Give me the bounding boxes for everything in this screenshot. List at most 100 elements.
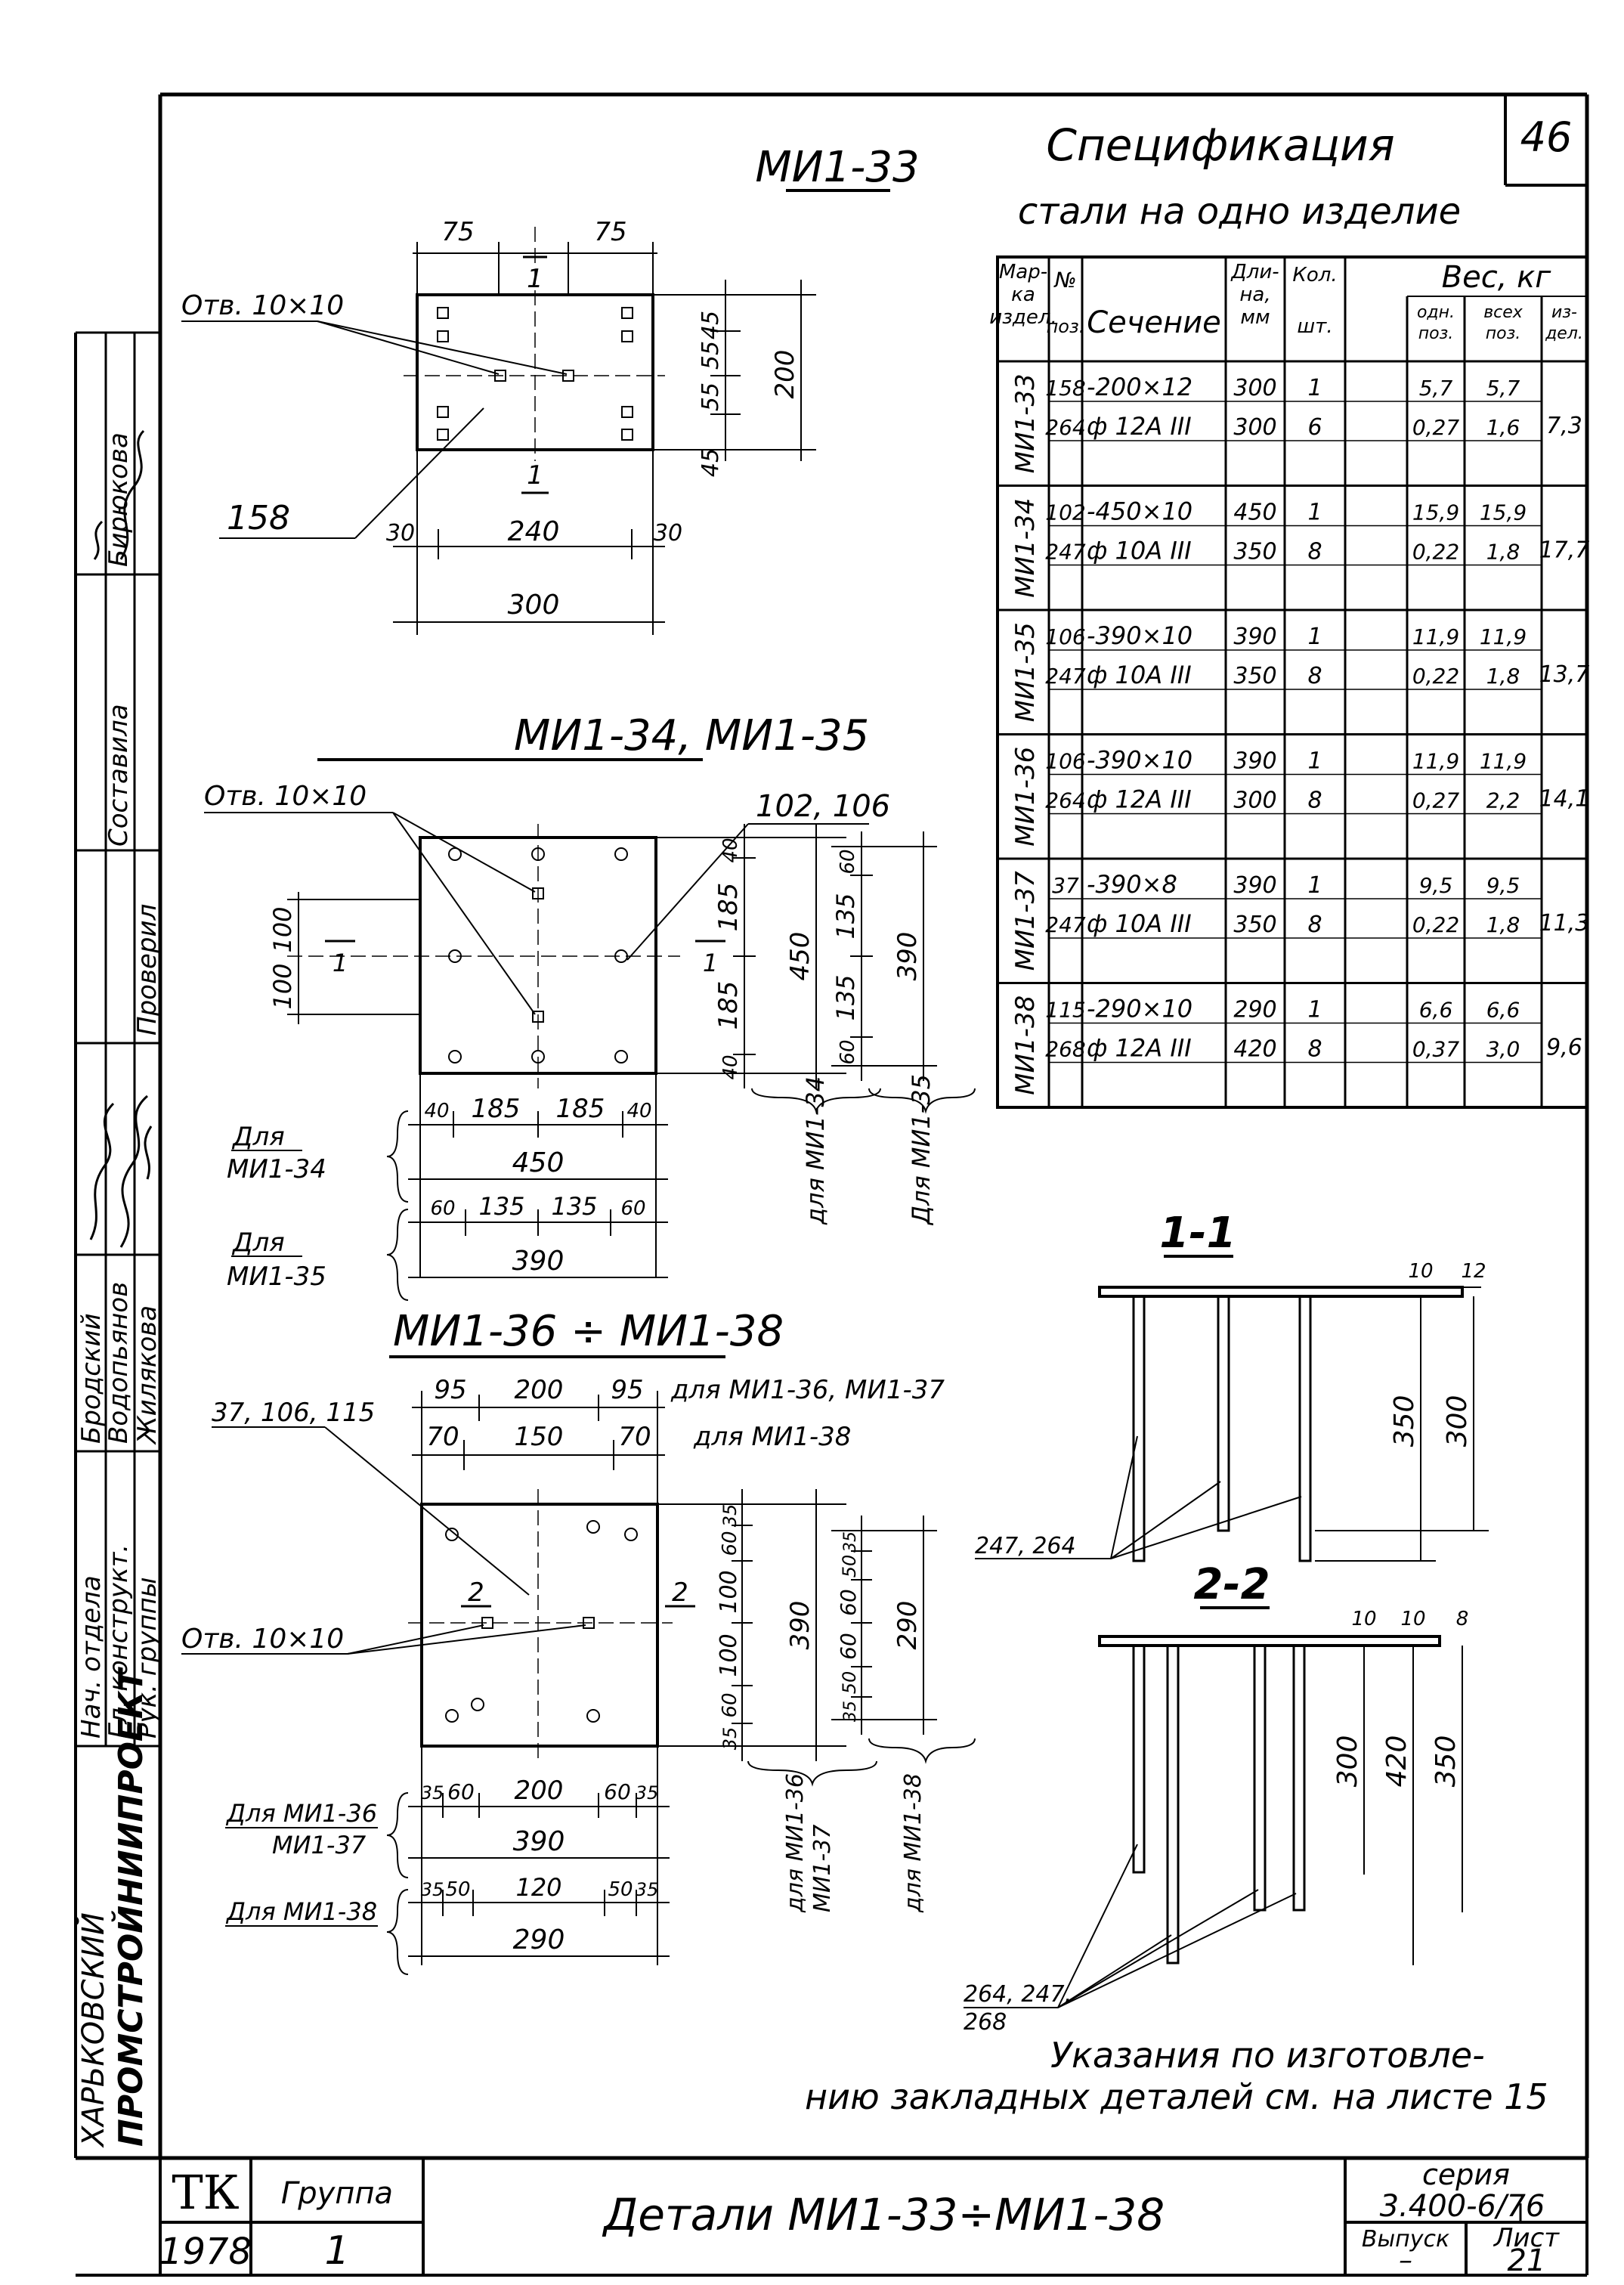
spec-cell-length: 300 (1233, 414, 1276, 441)
signature-2 (119, 1095, 148, 1248)
for-label-a-line2: МИ1-34 (227, 1154, 326, 1184)
fabrication-note: Указания по изготовле- нию закладных дет… (805, 2035, 1548, 2117)
dim-right-a-100-top: 100 (716, 1570, 742, 1613)
dim-bottom-a-390: 390 (513, 1826, 565, 1857)
section-2-2-dim-10-b: 10 (1400, 1608, 1425, 1630)
pos-label-102-106: 102, 106 (756, 789, 890, 824)
spec-cell-one: 0,22 (1412, 664, 1459, 689)
tb-issue-label: Выпуск (1362, 2226, 1449, 2252)
dim-bottom-a-35-right: 35 (636, 1782, 659, 1804)
dim-right-a-100-bottom: 100 (716, 1633, 742, 1677)
hdr-pos-1: № (1053, 268, 1076, 293)
spec-item-weight-5: 11,3 (1539, 910, 1590, 937)
spec-cell-length: 390 (1233, 624, 1276, 650)
hdr-mark-1: Мар- (999, 261, 1047, 283)
dim-right-b-60-top: 60 (837, 849, 859, 874)
dim-bottom-b-50-right: 50 (608, 1878, 633, 1901)
hdr-weight: Вес, кг (1442, 260, 1552, 295)
side-stamp: ХАРЬКОВСКИЙ ПРОМСТРОЙНИИПРОЕКТ Нач. отде… (75, 429, 162, 2148)
hdr-one-1: одн. (1417, 303, 1455, 322)
section-1-1: 1-1 350 300 10 12 247, 264 (975, 1209, 1489, 1562)
for-label-a-line1: Для (231, 1122, 285, 1152)
spec-cell-one: 6,6 (1419, 998, 1453, 1023)
note-line-2: нию закладных деталей см. на листе 15 (805, 2076, 1548, 2117)
org-name-line1: ХАРЬКОВСКИЙ (75, 1912, 111, 2148)
for-label-b-line2: МИ1-35 (227, 1262, 326, 1292)
signature-5 (93, 520, 104, 560)
section-mark-right: 1 (703, 949, 718, 977)
spec-cell-all: 1,8 (1486, 664, 1520, 689)
dim-right-b-290: 290 (892, 1601, 923, 1650)
section-2-2-title: 2-2 (1193, 1560, 1270, 1609)
role-compiled: Составила (104, 704, 134, 847)
role-group-lead: Рук. группы (132, 1577, 162, 1739)
dim-right-55-b: 55 (698, 382, 724, 411)
spec-cell-qty: 8 (1307, 912, 1322, 938)
dim-bottom-a-200: 200 (515, 1776, 564, 1806)
spec-item-weight-4: 14,1 (1539, 786, 1590, 813)
hdr-one-2: поз. (1418, 324, 1454, 343)
section-2-2: 2-2 300 420 350 10 10 8 264, 247, 268 (964, 1560, 1468, 2036)
dim-top-b-70-right: 70 (618, 1422, 651, 1452)
org-name-line2: ПРОМСТРОЙНИИПРОЕКТ (110, 1667, 150, 2147)
spec-cell-all: 1,8 (1486, 540, 1520, 565)
name-compiled: Бирюкова (104, 432, 134, 567)
hole-label-mi1-34: Отв. 10×10 (204, 781, 367, 812)
section-1-1-dim-10: 10 (1408, 1260, 1433, 1283)
section-2-2-dim-350: 350 (1431, 1735, 1462, 1788)
section-mark-bottom: 1 (527, 460, 543, 491)
spec-cell-one: 15,9 (1412, 500, 1459, 525)
dim-bottom-b-60-left: 60 (430, 1197, 455, 1220)
hole-label-mi1-33: Отв. 10×10 (181, 290, 344, 321)
spec-cell-all: 5,7 (1486, 376, 1520, 401)
spec-subtitle: стали на одно изделие (1018, 190, 1461, 233)
spec-cell-qty: 1 (1307, 997, 1322, 1023)
dim-bottom-30-left: 30 (386, 520, 415, 546)
hdr-mark-3: издел. (989, 306, 1057, 329)
section-2-2-dim-10-a: 10 (1351, 1608, 1376, 1630)
title-block: ТК Группа 1978 1 Детали МИ1-33÷МИ1-38 се… (76, 2133, 1588, 2278)
spec-item-weight-3: 13,7 (1539, 661, 1590, 688)
section-1-1-title: 1-1 (1159, 1209, 1236, 1258)
title-mi1-36-38: МИ1-36 ÷ МИ1-38 (393, 1307, 784, 1356)
spec-cell-section: ф 12А III (1087, 1034, 1192, 1063)
section-2-2-dim-300: 300 (1332, 1735, 1363, 1788)
spec-cell-one: 9,5 (1419, 873, 1453, 898)
spec-cell-all: 11,9 (1480, 749, 1527, 774)
dim-left-100-top: 100 (268, 906, 297, 952)
dim-bottom-b-35-right: 35 (636, 1879, 659, 1900)
spec-mark-6: МИ1-38 (1010, 995, 1041, 1095)
spec-item-weight-1: 7,3 (1546, 413, 1582, 439)
dim-bottom-a-450: 450 (512, 1147, 565, 1178)
dim-bottom-b-135-left: 135 (478, 1192, 524, 1221)
dim-right-b-135-bottom: 135 (831, 974, 860, 1020)
vert-label-for-mi1-38: для МИ1-38 (900, 1773, 926, 1913)
dim-bottom-a-185-right: 185 (556, 1094, 605, 1124)
dim-top-a-95-left: 95 (434, 1375, 466, 1405)
spec-cell-pos: 102 (1045, 500, 1085, 525)
spec-cell-one: 0,37 (1412, 1037, 1460, 1062)
spec-item-weight-2: 17,7 (1539, 537, 1590, 564)
tb-group-label: Группа (281, 2176, 393, 2211)
dim-bottom-a-185-left: 185 (472, 1094, 521, 1124)
hdr-item-2: дел. (1545, 324, 1583, 343)
signature-4 (119, 429, 145, 560)
dim-right-b-35-top: 35 (841, 1531, 860, 1553)
dim-bottom-a-60-left: 60 (447, 1779, 475, 1804)
spec-cell-qty: 1 (1307, 375, 1322, 401)
tb-series-label: серия (1422, 2158, 1510, 2191)
spec-title: Спецификация (1046, 119, 1394, 171)
dim-bottom-a-40-left: 40 (424, 1100, 449, 1122)
dim-right-b-135-top: 135 (831, 893, 860, 939)
spec-cell-section: ф 10А III (1087, 537, 1192, 565)
dim-bottom-b-390: 390 (512, 1246, 565, 1277)
spec-cell-section: -200×12 (1087, 373, 1192, 401)
spec-cell-all: 11,9 (1480, 624, 1527, 649)
spec-cell-one: 11,9 (1412, 749, 1459, 774)
dim-right-a-60-top: 60 (719, 1531, 741, 1556)
spec-cell-section: ф 12А III (1087, 785, 1192, 814)
dim-top-75-left: 75 (441, 217, 474, 247)
dim-right-b-60-bottom: 60 (837, 1039, 859, 1064)
dim-bottom-a-40-right: 40 (626, 1100, 651, 1122)
spec-cell-pos: 247 (1045, 912, 1086, 937)
